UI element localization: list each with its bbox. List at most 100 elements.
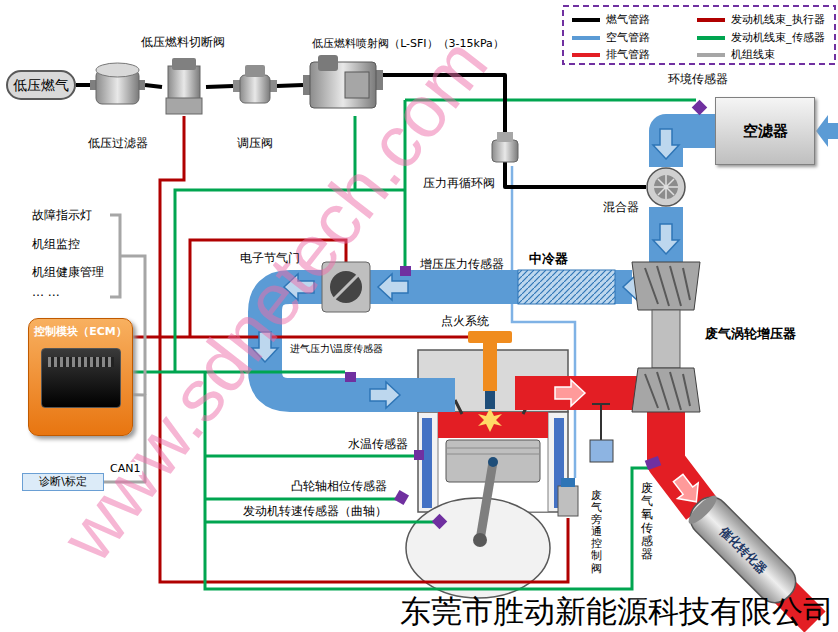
menu-label-holder: 机组健康管理 [32,265,104,279]
illustration-part [683,490,803,610]
component-label-holder: 调压阀 [237,136,273,150]
component-label-holder: 低压过滤器 [88,136,148,150]
filter-picture [90,63,145,104]
edge-label-holder: CAN1 [108,462,142,475]
node-text: 控制模块（ECM） [34,325,127,338]
illustration-part [166,98,202,114]
source-pill: 低压燃气 [6,70,76,100]
illustration-part [110,215,120,297]
illustration-part [647,168,685,206]
throttle-component: 电子节气门 [322,262,370,312]
shutoff-valve-picture [166,58,202,114]
legend-swatch [697,18,725,22]
component-label: 低压燃料切断阀 [141,35,225,49]
vertical-label-holder: 废气旁通控制阀 [591,490,602,575]
exh-connector [666,412,701,508]
illustration-part [240,75,270,103]
illustration-part [590,440,613,462]
illustration-part [654,175,678,199]
illustration-part [632,262,700,310]
edge-label: CAN1 [108,462,142,475]
injector-component: 低压燃料喷射阀（L-SFI）（3-15kPa） [303,55,383,115]
illustration-part [345,372,356,382]
legend-text: 发动机线束_执行器 [731,13,825,26]
watermark: www.sdnetech.com [50,26,501,574]
illustration-part [168,66,200,100]
sensor-label-holder: 凸轮轴相位传感器 [291,479,387,493]
legend-text-holder: 发动机线束_传感器 [731,31,825,44]
component-label-holder: 低压燃料切断阀 [141,35,225,49]
illustration-part [645,266,690,306]
inlet-arrow [816,115,838,147]
illustration-part [478,408,502,432]
illustration-part [172,58,196,70]
sensor-label: 进气压力\温度传感器 [290,343,383,355]
illustration-part [558,486,578,516]
illustration-part [370,382,400,408]
illustration-part [205,498,396,501]
illustration-part [438,412,548,512]
illustration-part [632,368,700,412]
sensor-label: 水温传感器 [348,437,408,451]
spark-plug [468,331,512,409]
ecm-box: 控制模块（ECM） [28,318,133,436]
node-text: 空滤器 [743,122,788,140]
ecu-unit [41,348,121,408]
component-label-holder: 混合器 [602,200,640,214]
legend-text: 空气管路 [606,31,650,44]
illustration-part [480,462,493,540]
company-name: 东莞市胜动新能源科技有限公司 [400,595,834,629]
exhaust-arrow [555,380,585,406]
node-text: 催化转化器 [717,524,770,577]
menu-label: 机组健康管理 [32,265,104,279]
menu-label-holder: 机组监控 [32,237,80,251]
vertical-label: 废气旁通控制阀 [591,490,602,575]
legend-text-holder: 燃气管路 [606,13,650,26]
air-filter-box: 空滤器 [715,97,815,165]
component-label: 混合器 [602,200,640,214]
sensor-label: 增压压力传感器 [420,257,504,271]
component-label-holder: 中冷器 [529,251,568,267]
illustration-part [497,132,513,142]
illustration-part [345,72,369,98]
fuel-connector [145,85,162,87]
legend-text: 燃气管路 [606,13,650,26]
vertical-label: 废气氧传感器 [641,482,653,561]
sensor-label: 发动机转速传感器（曲轴） [243,504,387,518]
intercooler-picture [518,270,615,304]
exhaust-pipe [515,376,645,410]
node-text: 诊断\标定 [39,475,87,488]
intercooler-component: 中冷器 [518,270,615,304]
illustration-part [685,492,720,527]
mixer-picture [647,168,685,206]
illustration-part [485,391,495,409]
sensor-label-holder: 水温传感器 [348,437,408,451]
illustration-part [645,372,690,410]
illustration-part [205,372,648,589]
node-text: 低压燃气 [13,77,69,94]
part-label-holder: 点火系统 [441,314,489,328]
illustration-part [432,514,448,530]
legend-text-holder: 机组线束 [731,48,775,61]
arrowhead [653,224,679,254]
illustration-part [592,404,610,440]
fuel-connector [206,86,233,87]
sensor-label-holder: 环境传感器 [668,72,728,86]
legend-swatch [572,53,600,57]
legend-text: 机组线束 [731,48,775,61]
illustration-part [400,266,411,276]
diagnosis-box: 诊断\标定 [22,473,104,491]
illustration-part [446,448,540,454]
sensor-label: 环境传感器 [668,72,728,86]
component-label-holder: 废气涡轮增压器 [705,326,796,342]
illustration-part [130,336,468,339]
illustration-part [468,331,512,343]
fuel-connector [76,83,90,87]
catalyst-picture [683,490,803,610]
illustration-part [418,412,568,512]
part-label: 点火系统 [441,314,489,328]
legend-swatch [572,36,600,40]
component-label: 废气涡轮增压器 [705,326,796,342]
